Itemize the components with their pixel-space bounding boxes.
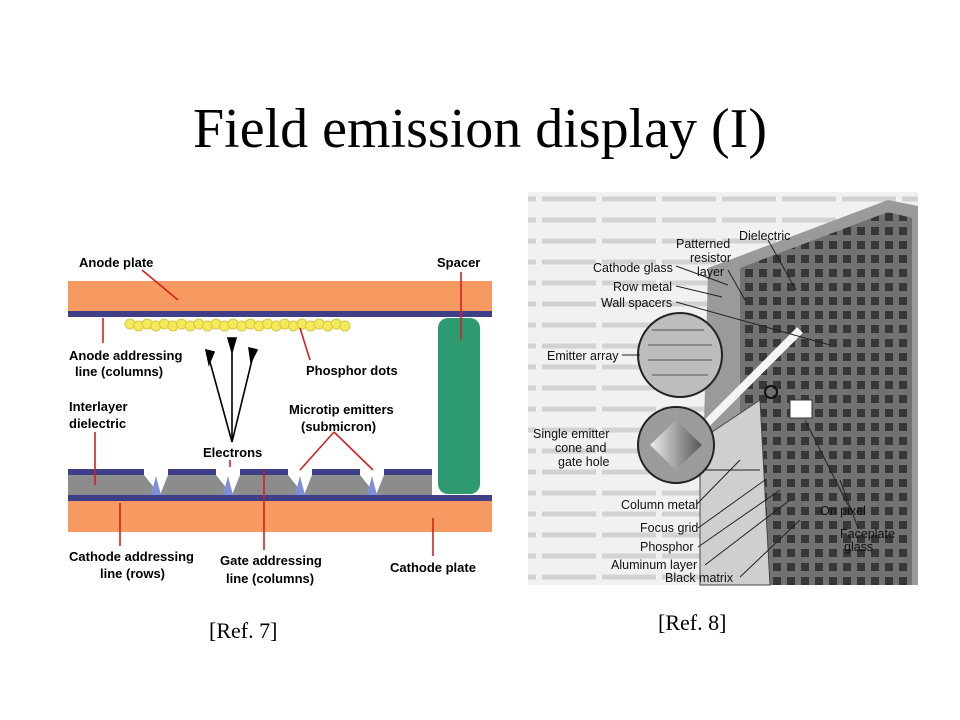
microtip-emitters — [151, 476, 377, 495]
label-focus-grid: Focus grid — [640, 521, 698, 535]
label-electrons: Electrons — [203, 445, 262, 460]
label-wall-spacers: Wall spacers — [601, 296, 672, 310]
anode-addressing-line — [68, 311, 492, 317]
phosphor-dots — [124, 318, 351, 332]
label-dielectric: Dielectric — [739, 229, 790, 243]
label-cathode-addressing-1: Cathode addressing — [69, 549, 194, 564]
layer-stack — [699, 399, 771, 586]
leader-lines — [94, 269, 462, 556]
caption-ref-7: [Ref. 7] — [209, 618, 278, 643]
label-emitter-array: Emitter array — [547, 349, 619, 363]
cathode-plate — [68, 501, 492, 532]
label-faceplate-2: glass — [844, 540, 873, 554]
label-cathode-plate: Cathode plate — [390, 560, 476, 575]
cathode-addressing-line — [68, 495, 492, 501]
label-patterned-1: Patterned — [676, 237, 730, 251]
emitter-array-zoom — [637, 312, 723, 398]
anode-plate — [68, 281, 492, 311]
label-phosphor-dots: Phosphor dots — [306, 363, 398, 378]
label-anode-addressing-1: Anode addressing — [69, 348, 182, 363]
label-on-pixel: On pixel — [820, 504, 866, 518]
spacer — [438, 318, 480, 494]
label-cathode-addressing-2: line (rows) — [100, 566, 165, 581]
label-single-emitter-1: Single emitter — [533, 427, 609, 441]
label-gate-addressing-1: Gate addressing — [220, 553, 322, 568]
label-single-emitter-3: gate hole — [558, 455, 609, 469]
pixel-matrix — [740, 212, 912, 585]
caption-ref-8: [Ref. 8] — [658, 610, 727, 635]
label-gate-addressing-2: line (columns) — [226, 571, 314, 586]
label-patterned-2: resistor — [690, 251, 731, 265]
label-microtip-2: (submicron) — [301, 419, 376, 434]
label-phosphor: Phosphor — [640, 540, 694, 554]
label-anode-plate: Anode plate — [79, 255, 153, 270]
label-anode-addressing-2: line (columns) — [75, 364, 163, 379]
label-black-matrix: Black matrix — [665, 571, 734, 585]
slide-title: Field emission display (I) — [193, 98, 767, 160]
on-pixel-marker — [764, 385, 778, 399]
label-microtip-1: Microtip emitters — [289, 402, 394, 417]
label-column-metal: Column metal — [621, 498, 698, 512]
label-interlayer-2: dielectric — [69, 416, 126, 431]
label-patterned-3: layer — [697, 265, 724, 279]
label-cathode-glass: Cathode glass — [593, 261, 673, 275]
label-aluminum-layer: Aluminum layer — [611, 558, 697, 572]
interlayer-dielectric — [68, 475, 432, 495]
label-single-emitter-2: cone and — [555, 441, 606, 455]
right-leader-lines — [622, 239, 859, 578]
phosphor-dot — [339, 320, 351, 332]
electron-arrows — [204, 337, 259, 443]
label-faceplate-1: Faceplate — [840, 527, 895, 541]
label-spacer: Spacer — [437, 255, 480, 270]
label-row-metal: Row metal — [613, 280, 672, 294]
label-interlayer-1: Interlayer — [69, 399, 128, 414]
